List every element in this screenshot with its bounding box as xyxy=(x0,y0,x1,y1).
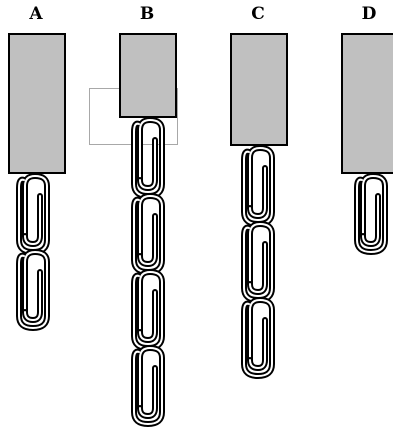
paperclip-c-1 xyxy=(244,148,272,224)
paperclip-b-4 xyxy=(134,348,162,424)
paperclip-a-2 xyxy=(19,252,47,328)
paperclip-b-3 xyxy=(134,272,162,348)
magnet-d xyxy=(341,33,393,174)
magnet-b xyxy=(119,33,177,118)
magnet-a xyxy=(8,33,66,174)
label-a: A xyxy=(29,4,43,24)
paperclip-b-1 xyxy=(134,120,162,196)
magnet-c xyxy=(230,33,288,146)
paperclip-d-1 xyxy=(357,176,385,252)
label-d: D xyxy=(361,4,377,24)
paperclip-c-3 xyxy=(244,300,272,376)
label-c: C xyxy=(251,4,265,24)
paperclip-c-2 xyxy=(244,224,272,300)
paperclip-a-1 xyxy=(19,176,47,252)
label-b: B xyxy=(139,4,155,24)
paperclip-b-2 xyxy=(134,196,162,272)
